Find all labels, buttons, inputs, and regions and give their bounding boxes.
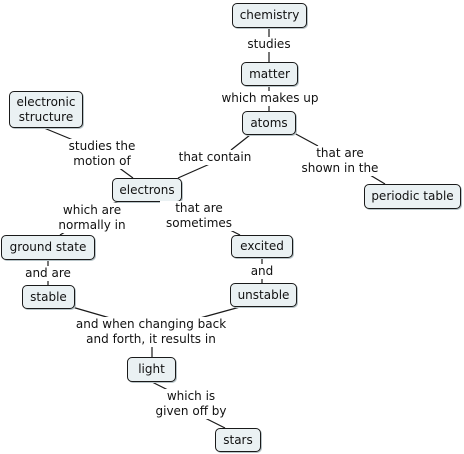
link-which-makes-up: which makes up (217, 91, 323, 106)
concept-matter[interactable]: matter (241, 62, 298, 86)
link-studies-the-motion-of: studies the motion of (62, 139, 142, 169)
link-studies: studies (238, 37, 300, 52)
link-and: and (246, 264, 278, 279)
edge-unstable-and-when (199, 306, 241, 319)
concept-unstable[interactable]: unstable (230, 283, 297, 307)
link-that-are-shown-in-the: that are shown in the (298, 146, 382, 176)
link-that-contain: that contain (175, 150, 255, 165)
edge-light-which-is (151, 381, 169, 391)
link-that-are-sometimes: that are sometimes (160, 201, 238, 231)
concept-periodic-table[interactable]: periodic table (364, 184, 461, 209)
concept-excited[interactable]: excited (231, 235, 293, 258)
edge-that-contain-electrons (177, 162, 213, 179)
concept-light[interactable]: light (127, 357, 176, 382)
link-and-are: and are (18, 266, 78, 281)
concept-stable[interactable]: stable (22, 285, 75, 309)
concept-ground-state[interactable]: ground state (1, 235, 95, 260)
edge-that-are-shown-periodic (369, 174, 386, 185)
edge-atoms-that-are-shown (293, 132, 319, 147)
concept-electronic-structure[interactable]: electronic structure (9, 91, 83, 128)
link-and-when-changing-back: and when changing back and forth, it res… (72, 317, 230, 347)
concept-atoms[interactable]: atoms (242, 111, 296, 135)
link-which-is-given-off-by: which is given off by (148, 389, 234, 419)
concept-stars[interactable]: stars (215, 428, 261, 452)
edge-stable-and-when (71, 306, 111, 319)
concept-chemistry[interactable]: chemistry (232, 3, 307, 28)
edge-which-is-stars (204, 417, 226, 429)
concept-electrons[interactable]: electrons (112, 178, 182, 202)
link-which-are-normally-in: which are normally in (52, 203, 132, 233)
edge-atoms-that-contain (230, 134, 251, 151)
